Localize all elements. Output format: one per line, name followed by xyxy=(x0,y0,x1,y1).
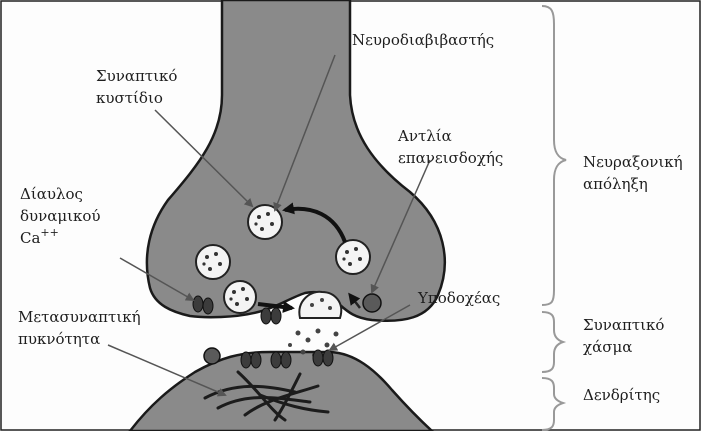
fusing-vesicle xyxy=(299,292,341,318)
braces xyxy=(542,6,566,430)
label-postsynaptic-density-line1: Μετασυναπτική xyxy=(18,308,141,326)
label-reuptake-pump-line1: Αντλία xyxy=(397,127,452,145)
vesicle xyxy=(336,240,370,274)
label-neurotransmitter: Νευροδιαβιβαστής xyxy=(352,31,494,49)
label-receptor: Υποδοχέας xyxy=(417,289,500,307)
label-ca: Ca xyxy=(20,229,40,247)
vesicle xyxy=(224,281,256,313)
dendrite-shape xyxy=(130,352,432,431)
label-ca-channel-line1: Δίαυλος xyxy=(20,185,83,203)
label-synaptic-cleft-line1: Συναπτικό xyxy=(583,316,664,334)
label-synaptic-vesicle-line1: Συναπτικό xyxy=(96,67,177,85)
vesicle xyxy=(196,245,230,279)
label-reuptake-pump-line2: επανεισδοχής xyxy=(398,149,503,167)
vesicle xyxy=(248,205,282,239)
reuptake-pump xyxy=(363,294,381,312)
label-ca-channel-line2: δυναμικού xyxy=(20,207,101,225)
label-ca-superscript: ++ xyxy=(40,226,58,239)
postsynaptic-pump xyxy=(204,348,220,364)
label-ca-channel-line3: Ca++ xyxy=(20,226,59,247)
label-synaptic-cleft-line2: χάσμα xyxy=(583,338,632,356)
label-axon-terminal-line2: απόληξη xyxy=(583,175,648,193)
label-dendrite: Δενδρίτης xyxy=(583,386,660,404)
label-axon-terminal-line1: Νευραξονική xyxy=(583,153,683,171)
label-postsynaptic-density-line2: πυκνότητα xyxy=(18,330,100,348)
label-synaptic-vesicle-line2: κυστίδιο xyxy=(96,89,163,107)
receptors xyxy=(241,350,333,368)
